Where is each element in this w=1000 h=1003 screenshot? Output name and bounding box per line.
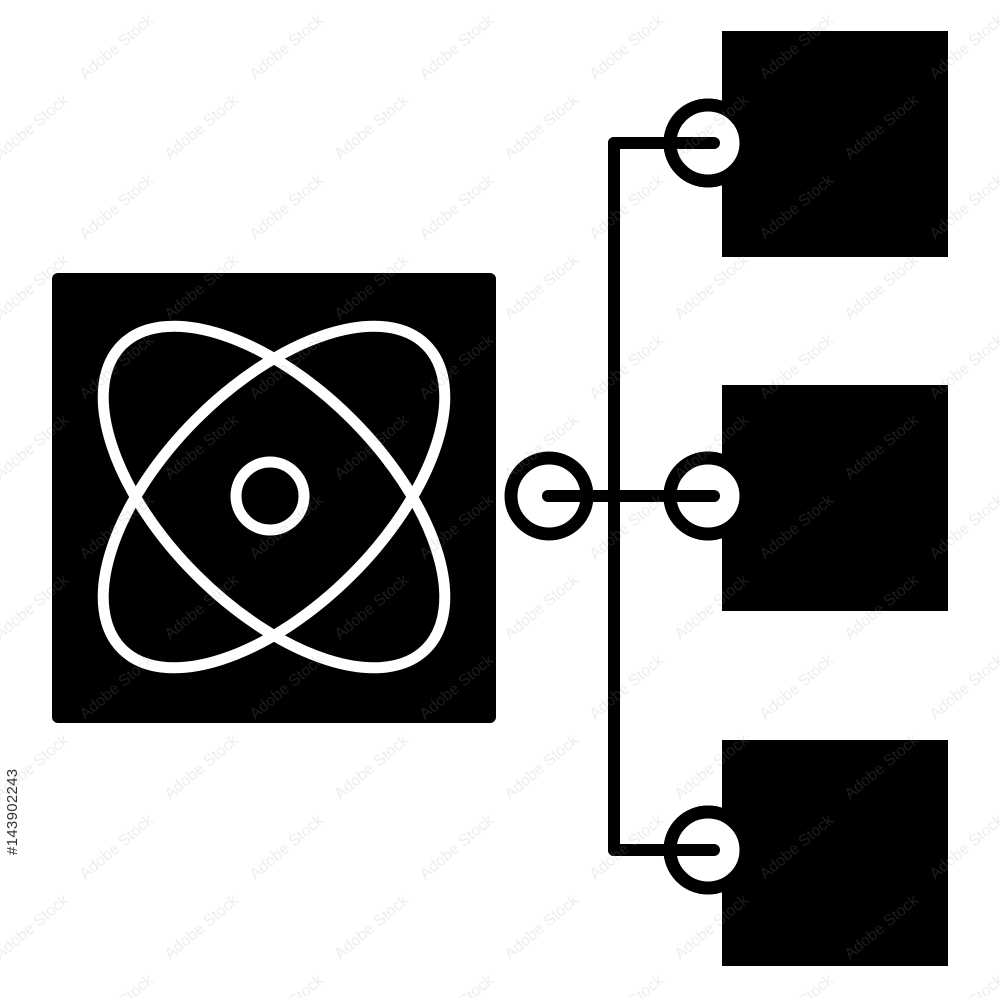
atom-orbit-right: [97, 320, 451, 674]
stock-id-label: #143902243: [4, 768, 21, 855]
source-node: [52, 273, 496, 723]
target-node-top: [722, 31, 948, 257]
target-node-middle: [722, 385, 948, 611]
target-node-bottom: [722, 740, 948, 966]
joint-overlay-segments: [664, 137, 720, 856]
target-nodes: [722, 31, 948, 966]
source-node-box: [52, 273, 496, 723]
atom-icon: [97, 320, 451, 674]
atom-nucleus: [230, 456, 310, 536]
atom-orbit-left: [97, 320, 451, 674]
